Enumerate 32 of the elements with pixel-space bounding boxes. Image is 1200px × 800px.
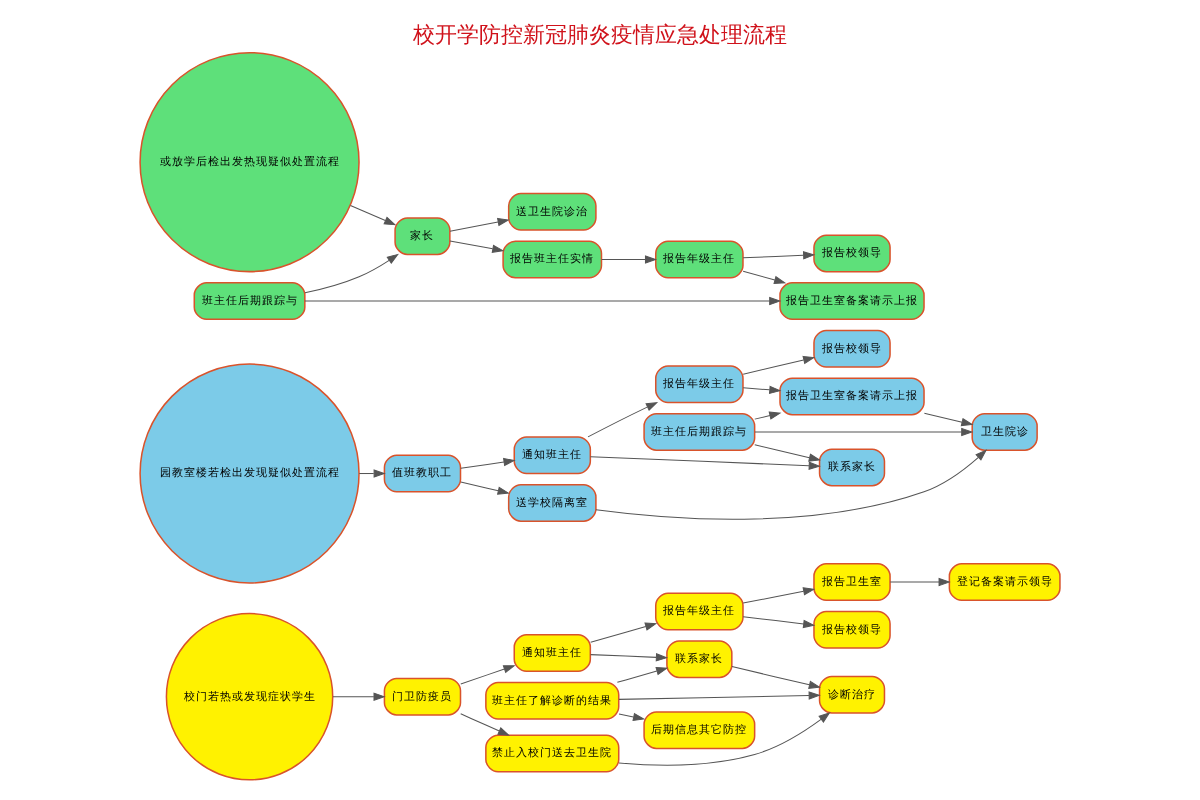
arrow [742,355,816,375]
arrow [460,457,516,469]
arrow [742,270,787,285]
arrow [742,587,816,604]
arrow [616,667,669,683]
arrow [449,217,510,232]
arrow [587,402,659,438]
arrow [742,251,816,260]
arrow [449,240,505,253]
arrow [590,653,669,662]
arrow [590,622,658,643]
arrow [601,255,658,264]
arrow [742,385,782,395]
arrow [358,469,386,478]
arrow [460,665,516,685]
arrow [332,692,386,701]
arrow [754,411,782,420]
arrow [742,616,816,629]
arrow [618,691,821,700]
arrow [923,412,974,427]
arrow [460,481,510,495]
arrow [731,666,821,689]
diagram-title: 校开学防控新冠肺炎疫情应急处理流程 [412,22,787,49]
arrow [889,577,951,587]
arrow [618,712,646,722]
arrow [304,296,782,306]
arrow [754,444,821,462]
arrow [589,456,821,470]
arrow [304,253,399,294]
arrow [460,713,511,736]
arrow [349,204,397,226]
arrow [754,427,974,437]
